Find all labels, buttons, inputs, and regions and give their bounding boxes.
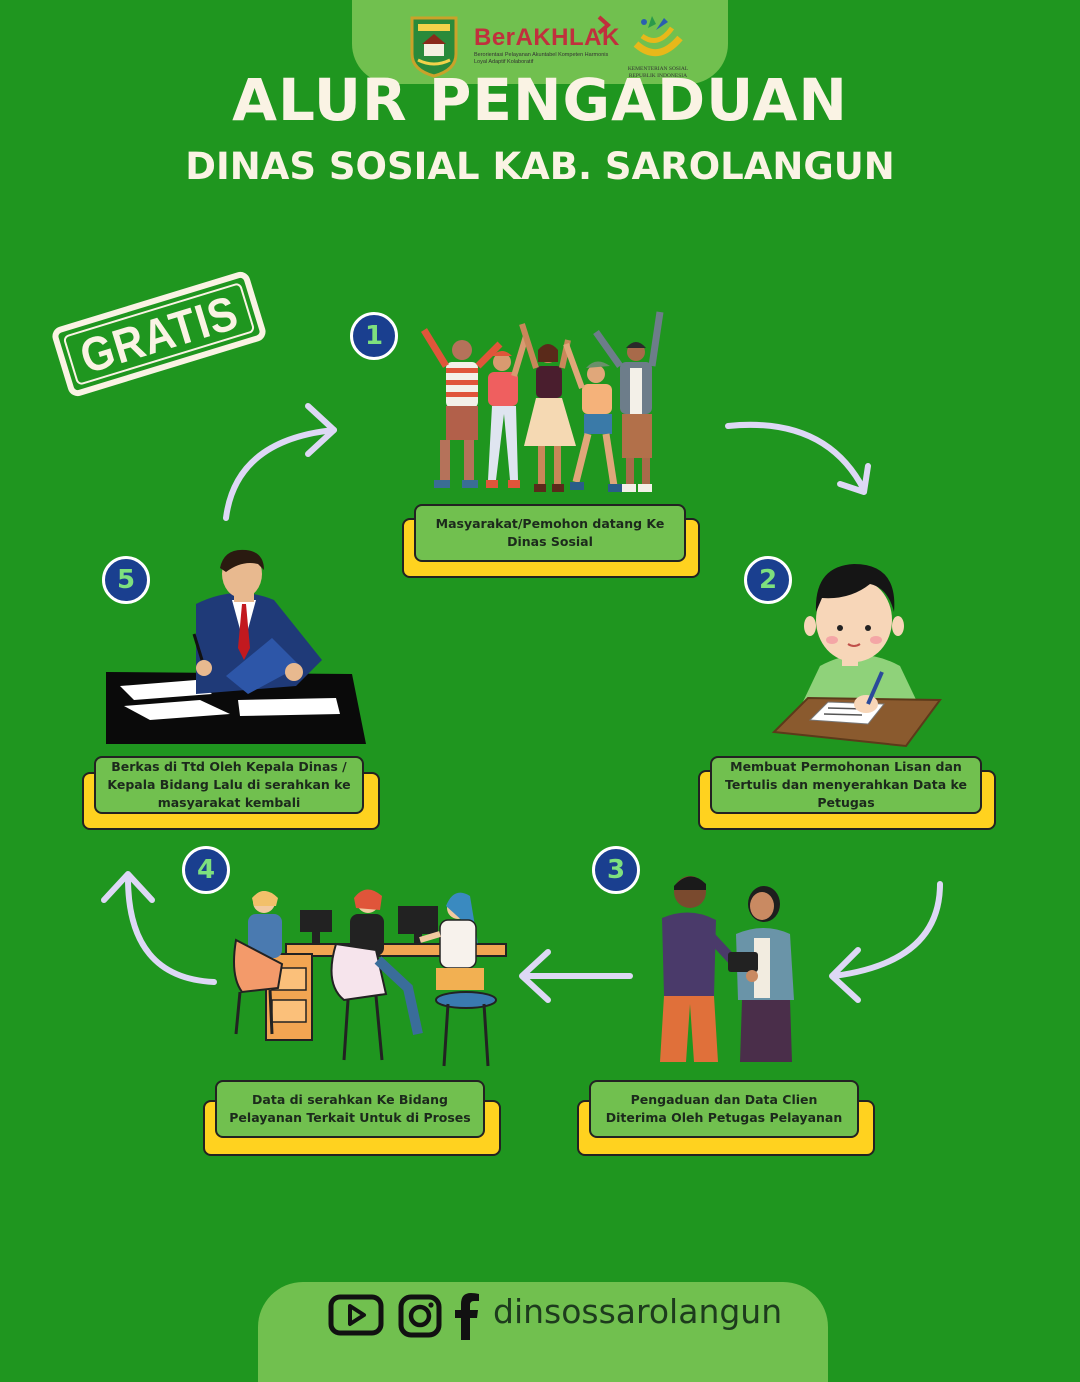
person-3 <box>519 323 576 492</box>
crowd-illustration <box>421 311 664 492</box>
arrow-1-to-2 <box>725 421 871 495</box>
gratis-stamp: GRATIS <box>49 269 269 399</box>
step-4-badge: 4 <box>182 846 230 894</box>
step-2-caption: Membuat Permohonan Lisan dan Tertulis da… <box>710 756 982 814</box>
step-1-badge: 1 <box>350 312 398 360</box>
facebook-icon[interactable] <box>454 1292 480 1340</box>
step-1-caption: Masyarakat/Pemohon datang Ke Dinas Sosia… <box>414 504 686 562</box>
person-1 <box>421 328 503 488</box>
office-team-illustration <box>233 889 507 1067</box>
person-5 <box>593 311 664 492</box>
arrow-5-to-1 <box>223 403 337 521</box>
youtube-icon[interactable] <box>328 1294 384 1336</box>
worker-1 <box>233 891 284 1035</box>
kemensos-name: KEMENTERIAN SOSIAL REPUBLIK INDONESIA <box>627 66 689 79</box>
berakhlak-tagline: Berorientasi Pelayanan Akuntabel Kompete… <box>474 52 609 65</box>
stamp-label: GRATIS <box>74 286 245 385</box>
officers-discussion-illustration <box>660 876 794 1062</box>
step-2-badge: 2 <box>744 556 792 604</box>
kemensos-logo <box>633 16 683 57</box>
berakhlak-chevron-icon <box>597 15 612 35</box>
page-title: ALUR PENGADUAN <box>232 66 848 134</box>
arrow-3-to-4 <box>519 949 633 1003</box>
step-3-badge: 3 <box>592 846 640 894</box>
social-handle[interactable]: dinsossarolangun <box>493 1292 783 1331</box>
officer-woman <box>728 886 794 1062</box>
person-2 <box>486 335 529 488</box>
worker-3 <box>419 892 497 1067</box>
signing-official-illustration <box>106 549 366 744</box>
step-4-caption: Data di serahkan Ke Bidang Pelayanan Ter… <box>215 1080 485 1138</box>
regency-emblem-logo <box>410 16 458 78</box>
step-5-badge: 5 <box>102 556 150 604</box>
page-subtitle: DINAS SOSIAL KAB. SAROLANGUN <box>185 145 895 188</box>
worker-2 <box>330 889 423 1061</box>
instagram-icon[interactable] <box>398 1294 442 1338</box>
berakhlak-logo-text: BerAKHLAK <box>474 24 620 51</box>
writing-boy-illustration <box>771 564 942 748</box>
person-4 <box>563 342 622 492</box>
step-5-caption: Berkas di Ttd Oleh Kepala Dinas / Kepala… <box>94 756 364 814</box>
step-3-caption: Pengaduan dan Data Clien Diterima Oleh P… <box>589 1080 859 1138</box>
arrow-2-to-3 <box>829 881 943 1003</box>
officer-man <box>660 876 744 1062</box>
